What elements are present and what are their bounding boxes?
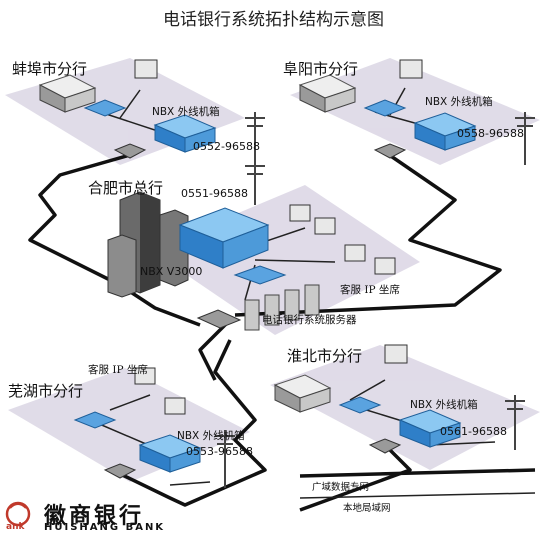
- logo-mark-text: ank: [6, 522, 25, 532]
- huaibei-switch-icon: [338, 396, 382, 414]
- wuhu-nbx-box-icon: [138, 434, 202, 473]
- hefei-computer-icon-4: [374, 257, 396, 275]
- logo-chinese-name: 徽商银行: [44, 504, 145, 529]
- bengbu-building-icon: [38, 74, 97, 113]
- wuhu-branch-label: 芜湖市分行: [8, 382, 84, 400]
- huaibei-computer-icon: [384, 344, 408, 364]
- hefei-nbx-v3000-label: NBX V3000: [140, 265, 203, 278]
- wuhu-phone-number: 0553-96588: [186, 445, 253, 458]
- fuyang-nbx-box-icon: [413, 112, 477, 151]
- server-icons: [244, 284, 320, 331]
- pole-icon-huaibei: [505, 395, 525, 450]
- hefei-computer-icon-2: [314, 217, 336, 235]
- server-icon-1: [244, 299, 260, 331]
- fuyang-modem-icon: [373, 143, 407, 159]
- hefei-nbx-v3000-icon: [178, 207, 270, 269]
- wan-link-hub: [198, 318, 232, 381]
- telephone-pole-icons: [215, 112, 535, 488]
- hefei-switch-icon: [233, 265, 287, 285]
- bengbu-nbx-label: NBX 外线机箱: [152, 106, 220, 118]
- legend-wan-line: [299, 468, 536, 478]
- huaibei-building-icon: [273, 374, 332, 413]
- bengbu-branch-label: 蚌埠市分行: [12, 60, 88, 78]
- bengbu-switch-icon: [83, 99, 127, 117]
- pole-icon-fuyang: [515, 112, 535, 165]
- huaibei-modem-icon: [368, 438, 402, 454]
- pole-icon-wuhu: [215, 430, 235, 488]
- hefei-server-label: 电话银行系统服务器: [262, 314, 357, 326]
- platform-fuyang: [290, 58, 540, 165]
- fuyang-branch-label: 阜阳市分行: [283, 60, 359, 78]
- bengbu-modem-icon: [113, 143, 147, 159]
- server-icon-2: [264, 294, 280, 326]
- huaibei-phone-number: 0561-96588: [440, 425, 507, 438]
- server-icon-4: [304, 284, 320, 316]
- hefei-computer-icon-3: [344, 244, 366, 262]
- pole-icon-bengbu: [245, 112, 265, 165]
- hefei-tower-icon: [107, 191, 189, 298]
- hefei-phone-number: 0551-96588: [181, 187, 248, 200]
- wan-link-fuyang: [234, 150, 502, 317]
- fuyang-building-icon: [298, 74, 357, 113]
- hefei-branch-label: 合肥市总行: [88, 179, 164, 197]
- fuyang-switch-icon: [363, 99, 407, 117]
- bengbu-computer-icon: [134, 59, 158, 79]
- wuhu-computer-icon-1: [134, 367, 156, 385]
- legend-lan-line: [299, 492, 536, 499]
- modem-icons: [103, 143, 407, 479]
- bengbu-nbx-box-icon: [153, 114, 217, 153]
- switch-icons: [73, 99, 407, 429]
- wuhu-nbx-label: NBX 外线机箱: [177, 430, 245, 442]
- huaibei-branch-label: 淮北市分行: [287, 347, 363, 365]
- huaibei-nbx-label: NBX 外线机箱: [410, 399, 478, 411]
- fuyang-nbx-label: NBX 外线机箱: [425, 96, 493, 108]
- diagram-title: 电话银行系统拓扑结构示意图: [163, 10, 384, 30]
- logo-english-name: HUISHANG BANK: [44, 522, 166, 533]
- huishang-logo-icon: [5, 501, 31, 527]
- wuhu-modem-icon: [103, 463, 137, 479]
- computer-icons: [134, 59, 423, 415]
- legend-wan-label: 广域数据专网: [312, 482, 370, 493]
- hefei-computer-icon-1: [289, 204, 311, 222]
- hefei-router-icon: [196, 309, 242, 329]
- pole-icon-hefei: [245, 160, 265, 205]
- wuhu-switch-icon: [73, 411, 117, 429]
- fuyang-phone-number: 0558-96588: [457, 127, 524, 140]
- legend-lan-label: 本地局域网: [343, 503, 391, 514]
- wuhu-computer-icon-2: [164, 397, 186, 415]
- platform-huaibei: [270, 345, 540, 470]
- fuyang-computer-icon: [399, 59, 423, 79]
- wuhu-ip-seat-label: 客服 IP 坐席: [88, 364, 148, 376]
- bengbu-phone-number: 0552-96588: [193, 140, 260, 153]
- wan-link-bengbu: [28, 153, 201, 327]
- wan-link-wuhu: [111, 339, 267, 507]
- huaibei-nbx-box-icon: [398, 409, 462, 448]
- server-icon-3: [284, 289, 300, 321]
- hefei-ip-seat-label: 客服 IP 坐席: [340, 284, 400, 296]
